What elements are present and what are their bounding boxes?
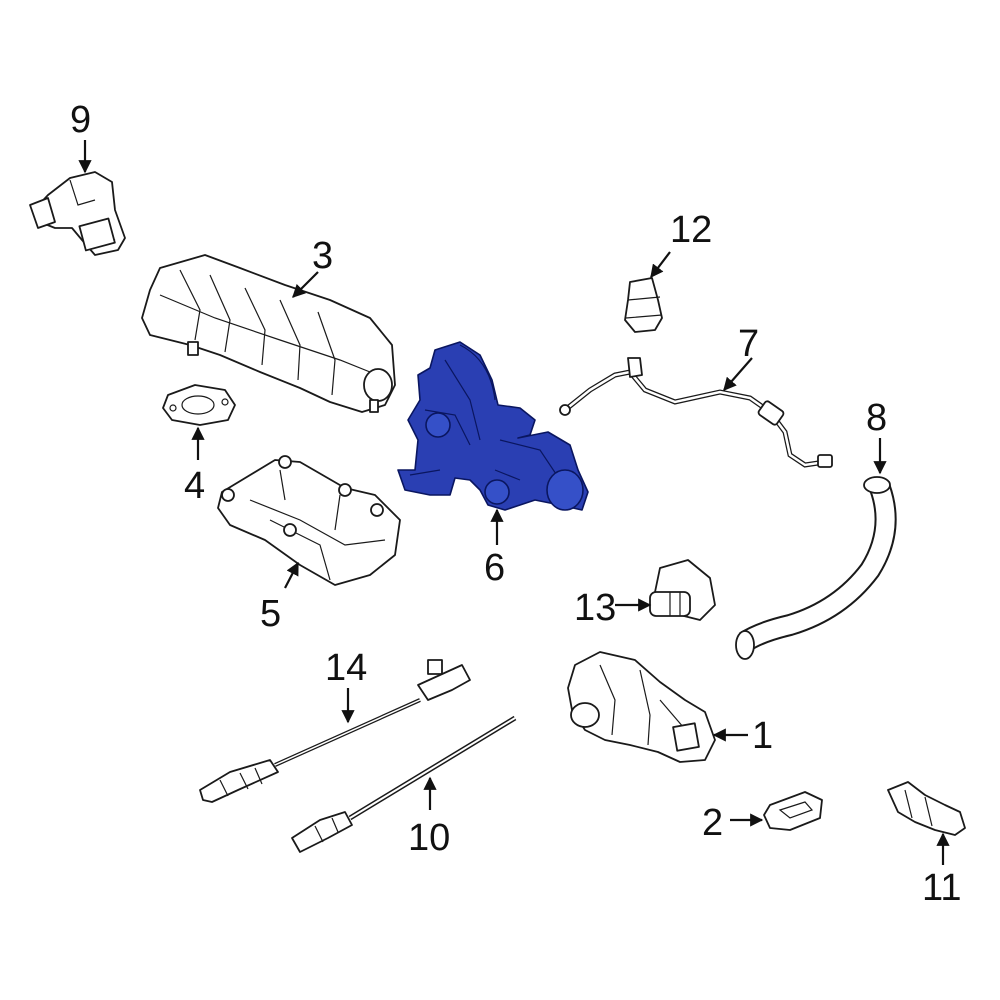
part-8-hose[interactable] — [735, 476, 897, 660]
part-5-mounting-bracket[interactable] — [217, 455, 401, 586]
callout-9: 9 — [70, 99, 91, 141]
callout-6: 6 — [484, 547, 505, 589]
callout-10: 10 — [408, 817, 450, 859]
callout-5: 5 — [260, 593, 281, 635]
part-3-egr-cooler[interactable] — [141, 254, 396, 413]
callout-14: 14 — [325, 647, 367, 689]
callout-8: 8 — [866, 397, 887, 439]
part-12-sensor[interactable] — [624, 277, 663, 333]
callout-12: 12 — [670, 209, 712, 251]
part-1-valve-housing[interactable] — [567, 651, 716, 763]
callout-1: 1 — [752, 715, 773, 757]
part-14-oxygen-sensor[interactable] — [199, 659, 471, 803]
part-13-sensor[interactable] — [649, 559, 716, 621]
part-9-sensor[interactable] — [29, 171, 126, 256]
part-6-egr-valve-highlighted[interactable] — [397, 341, 589, 511]
callout-7: 7 — [738, 323, 759, 365]
callout-2: 2 — [702, 802, 723, 844]
part-7-harness[interactable] — [559, 357, 833, 468]
part-4-gasket[interactable] — [162, 384, 236, 426]
part-11-sensor[interactable] — [887, 781, 966, 836]
part-10-probe[interactable] — [291, 715, 517, 853]
part-2-gasket[interactable] — [763, 791, 823, 831]
callout-13: 13 — [574, 587, 616, 629]
callout-3: 3 — [312, 235, 333, 277]
callout-4: 4 — [184, 465, 205, 507]
callout-11: 11 — [922, 867, 961, 909]
